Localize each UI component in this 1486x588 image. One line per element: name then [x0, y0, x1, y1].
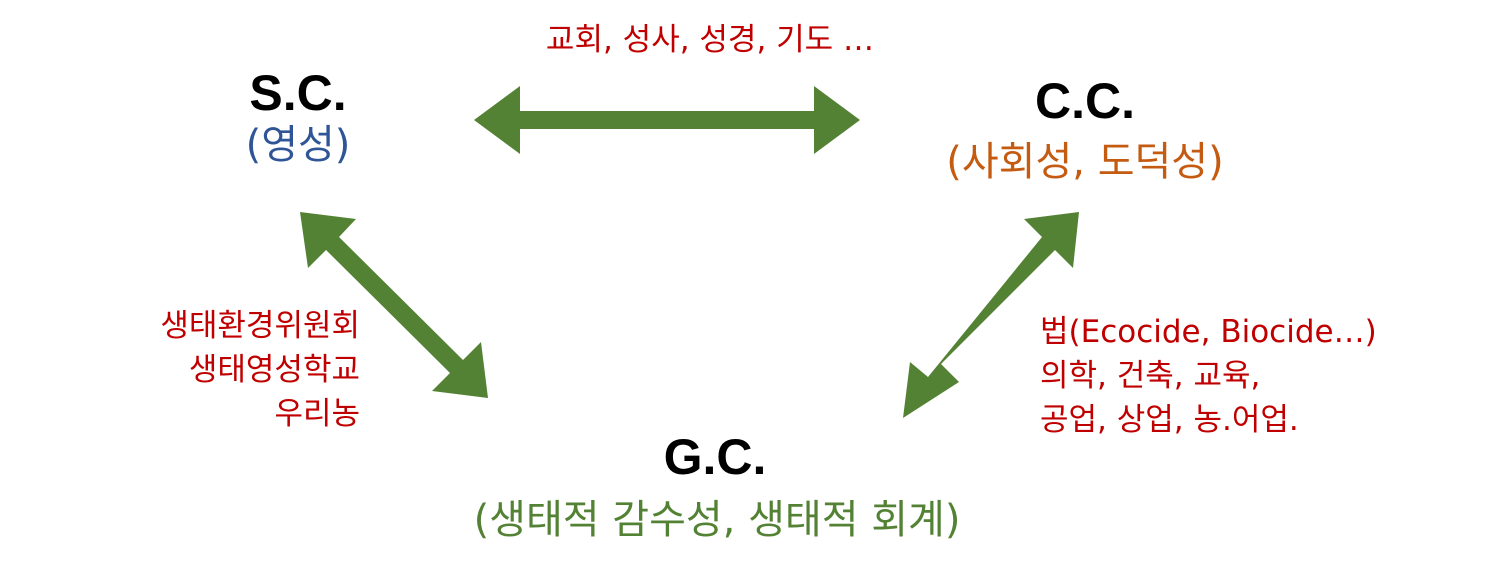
- gc-node-title: G.C.: [663, 429, 767, 485]
- cc-node-subtitle: (사회성, 도덕성): [946, 139, 1224, 185]
- sc-gc-note-line: 생태환경위원회: [160, 308, 360, 344]
- arrow-sc-gc: [300, 212, 488, 398]
- sc-cc-label: 교회, 성사, 성경, 기도 …: [545, 22, 875, 58]
- gc-node-subtitle: (생태적 감수성, 생태적 회계): [473, 497, 961, 543]
- cc-gc-notes: 법(Ecocide, Biocide…) 의학, 건축, 교육, 공업, 상업,…: [1040, 310, 1470, 442]
- sc-node-title: S.C.: [249, 65, 347, 121]
- sc-gc-notes: 생태환경위원회 생태영성학교 우리농: [40, 304, 360, 436]
- arrow-cc-gc: [903, 212, 1079, 418]
- cc-gc-note-line: 공업, 상업, 농.어업.: [1040, 402, 1299, 438]
- cc-gc-note-line: 법(Ecocide, Biocide…): [1040, 314, 1377, 350]
- sc-gc-note-line: 우리농: [274, 396, 360, 432]
- cc-node-title: C.C.: [1035, 73, 1135, 129]
- arrow-sc-cc: [474, 86, 860, 154]
- sc-gc-note-line: 생태영성학교: [188, 352, 360, 388]
- cc-gc-note-line: 의학, 건축, 교육,: [1040, 358, 1261, 394]
- sc-node-subtitle: (영성): [245, 122, 351, 168]
